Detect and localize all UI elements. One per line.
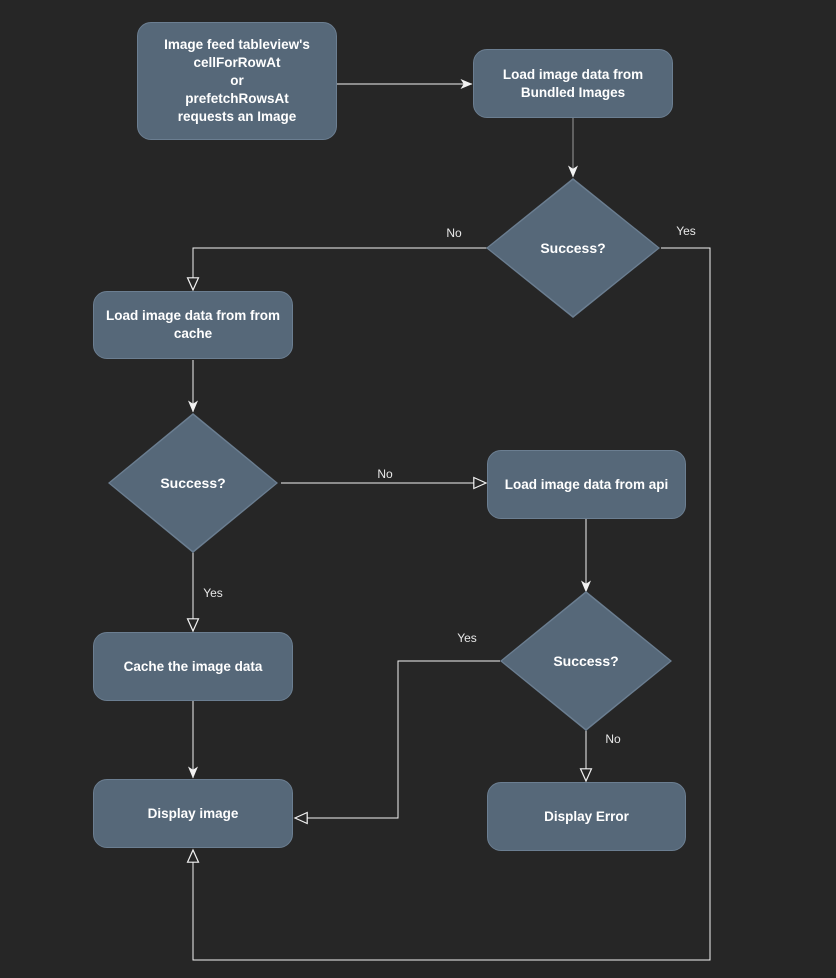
node-success-bundled[interactable]: Success? (486, 178, 660, 318)
edge-label-bundled-yes: Yes (676, 224, 696, 238)
edge-label-bundled-no: No (446, 226, 462, 240)
edge-success-no-to-load-cache (186, 247, 487, 292)
node-label: Success? (160, 475, 226, 491)
edge-label-api-yes: Yes (457, 631, 477, 645)
node-display-image[interactable]: Display image (93, 779, 293, 848)
edge-success-yes-to-display-image-left (293, 660, 500, 825)
edge-success-yes-to-display-image (186, 247, 711, 961)
node-label: Success? (553, 653, 619, 669)
node-label: Image feed tableview's cellForRowAt or p… (164, 37, 310, 124)
node-load-bundled[interactable]: Load image data from Bundled Images (473, 49, 673, 118)
node-cache-image[interactable]: Cache the image data (93, 632, 293, 701)
node-label: Load image data from Bundled Images (502, 66, 644, 100)
edge-label-cache-yes: Yes (203, 586, 223, 600)
edge-label-api-no: No (605, 732, 621, 746)
node-success-cache[interactable]: Success? (108, 413, 278, 553)
edge-label-cache-no: No (377, 467, 393, 481)
node-label: Display image (147, 805, 239, 821)
node-load-cache[interactable]: Load image data from from cache (93, 291, 293, 359)
node-label: Success? (540, 240, 606, 256)
node-label: Display Error (544, 808, 629, 824)
node-start[interactable]: Image feed tableview's cellForRowAt or p… (137, 22, 337, 140)
node-label: Cache the image data (123, 658, 263, 674)
node-load-api[interactable]: Load image data from api (487, 450, 686, 519)
node-label: Load image data from api (504, 476, 669, 492)
node-success-api[interactable]: Success? (500, 591, 672, 731)
node-display-error[interactable]: Display Error (487, 782, 686, 851)
node-label: Load image data from from cache (105, 308, 281, 341)
